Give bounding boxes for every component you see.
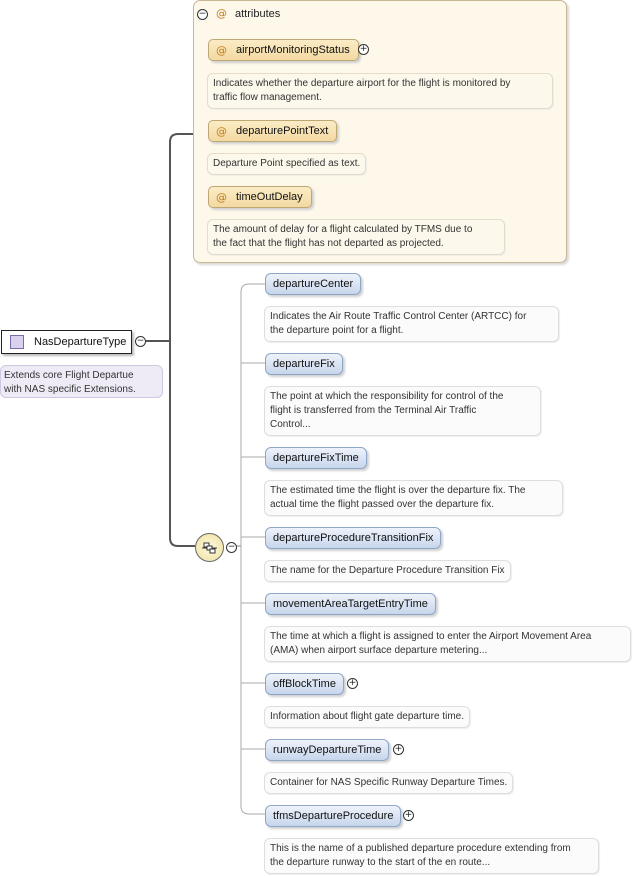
complex-type-icon (10, 335, 24, 349)
element-annotation: This is the name of a published departur… (264, 838, 599, 874)
element-departure-fix[interactable]: departureFix (265, 353, 343, 375)
attributes-title: attributes (235, 8, 281, 20)
element-departure-center[interactable]: departureCenter (265, 273, 362, 295)
annotation-line: The amount of delay for a flight calcula… (213, 224, 473, 235)
element-departure-fix-time[interactable]: departureFixTime (265, 447, 367, 469)
expand-toggle[interactable]: + (358, 44, 369, 55)
attribute-label: timeOutDelay (236, 191, 303, 203)
annotation-line: The time at which a flight is assigned t… (270, 631, 592, 642)
element-annotation: The time at which a flight is assigned t… (264, 626, 631, 662)
sequence-compositor-icon[interactable] (195, 533, 224, 562)
element-annotation: Indicates the Air Route Traffic Control … (264, 306, 559, 342)
attribute-departure-point-text[interactable]: @ departurePointText (208, 120, 338, 142)
sequence-collapse-toggle[interactable]: − (226, 542, 237, 553)
element-tfms-departure-procedure[interactable]: tfmsDepartureProcedure (265, 805, 402, 827)
attribute-icon: @ (216, 7, 227, 20)
attribute-icon: @ (216, 190, 227, 204)
annotation-line: Control... (270, 419, 311, 430)
attribute-icon: @ (216, 124, 227, 138)
attributes-collapse-toggle[interactable]: − (197, 9, 208, 20)
attribute-label: departurePointText (236, 125, 329, 137)
annotation-line: (AMA) when airport surface departure met… (270, 645, 488, 656)
root-element-node[interactable]: NasDepartureType (1, 330, 132, 354)
attribute-annotation: Indicates whether the departure airport … (207, 73, 553, 109)
annotation-line: Departure Point specified as text. (213, 158, 361, 169)
element-off-block-time[interactable]: offBlockTime (265, 673, 344, 695)
attribute-annotation: Departure Point specified as text. (207, 153, 367, 175)
element-annotation: The estimated time the flight is over th… (264, 480, 563, 516)
annotation-line: actual time the flight passed over the d… (270, 499, 495, 510)
attribute-label: airportMonitoringStatus (236, 44, 350, 56)
annotation-line: Container for NAS Specific Runway Depart… (270, 777, 508, 788)
element-label: departureFix (273, 358, 335, 370)
annotation-line: Indicates the Air Route Traffic Control … (270, 311, 527, 322)
element-label: runwayDepartureTime (273, 744, 382, 756)
expand-toggle[interactable]: + (403, 810, 414, 821)
annotation-line: the departure point for a flight. (270, 325, 404, 336)
annotation-line: the fact that the flight has not departe… (213, 238, 444, 249)
attribute-time-out-delay[interactable]: @ timeOutDelay (208, 186, 312, 208)
attribute-icon: @ (216, 43, 227, 57)
element-departure-procedure-transition-fix[interactable]: departureProcedureTransitionFix (265, 527, 442, 549)
annotation-line: with NAS specific Extensions. (4, 384, 136, 395)
annotation-line: the departure runway to the start of the… (270, 857, 491, 868)
annotation-line: The point at which the responsibility fo… (270, 391, 504, 402)
annotation-line: Information about flight gate departure … (270, 711, 465, 722)
element-label: movementAreaTargetEntryTime (273, 598, 428, 610)
element-runway-departure-time[interactable]: runwayDepartureTime (265, 739, 390, 761)
element-label: offBlockTime (273, 678, 336, 690)
element-annotation: Container for NAS Specific Runway Depart… (264, 772, 514, 794)
annotation-line: traffic flow management. (213, 92, 322, 103)
root-collapse-toggle[interactable]: − (135, 336, 146, 347)
element-movement-area-target-entry-time[interactable]: movementAreaTargetEntryTime (265, 593, 436, 615)
annotation-line: The name for the Departure Procedure Tra… (270, 565, 505, 576)
element-label: tfmsDepartureProcedure (273, 810, 394, 822)
annotation-line: This is the name of a published departur… (270, 843, 571, 854)
root-element-label: NasDepartureType (34, 336, 127, 348)
element-annotation: The name for the Departure Procedure Tra… (264, 560, 511, 582)
attribute-airport-monitoring-status[interactable]: @ airportMonitoringStatus (208, 39, 359, 61)
element-label: departureCenter (273, 278, 354, 290)
element-annotation: The point at which the responsibility fo… (264, 386, 541, 436)
expand-toggle[interactable]: + (347, 678, 358, 689)
annotation-line: The estimated time the flight is over th… (270, 485, 526, 496)
root-annotation: Extends core Flight Departue with NAS sp… (0, 365, 163, 398)
attribute-annotation: The amount of delay for a flight calcula… (207, 219, 505, 255)
element-label: departureProcedureTransitionFix (273, 532, 434, 544)
element-label: departureFixTime (273, 452, 359, 464)
element-annotation: Information about flight gate departure … (264, 706, 471, 728)
annotation-line: Indicates whether the departure airport … (213, 78, 511, 89)
expand-toggle[interactable]: + (393, 744, 404, 755)
annotation-line: flight is transferred from the Terminal … (270, 405, 477, 416)
annotation-line: Extends core Flight Departue (4, 370, 134, 381)
